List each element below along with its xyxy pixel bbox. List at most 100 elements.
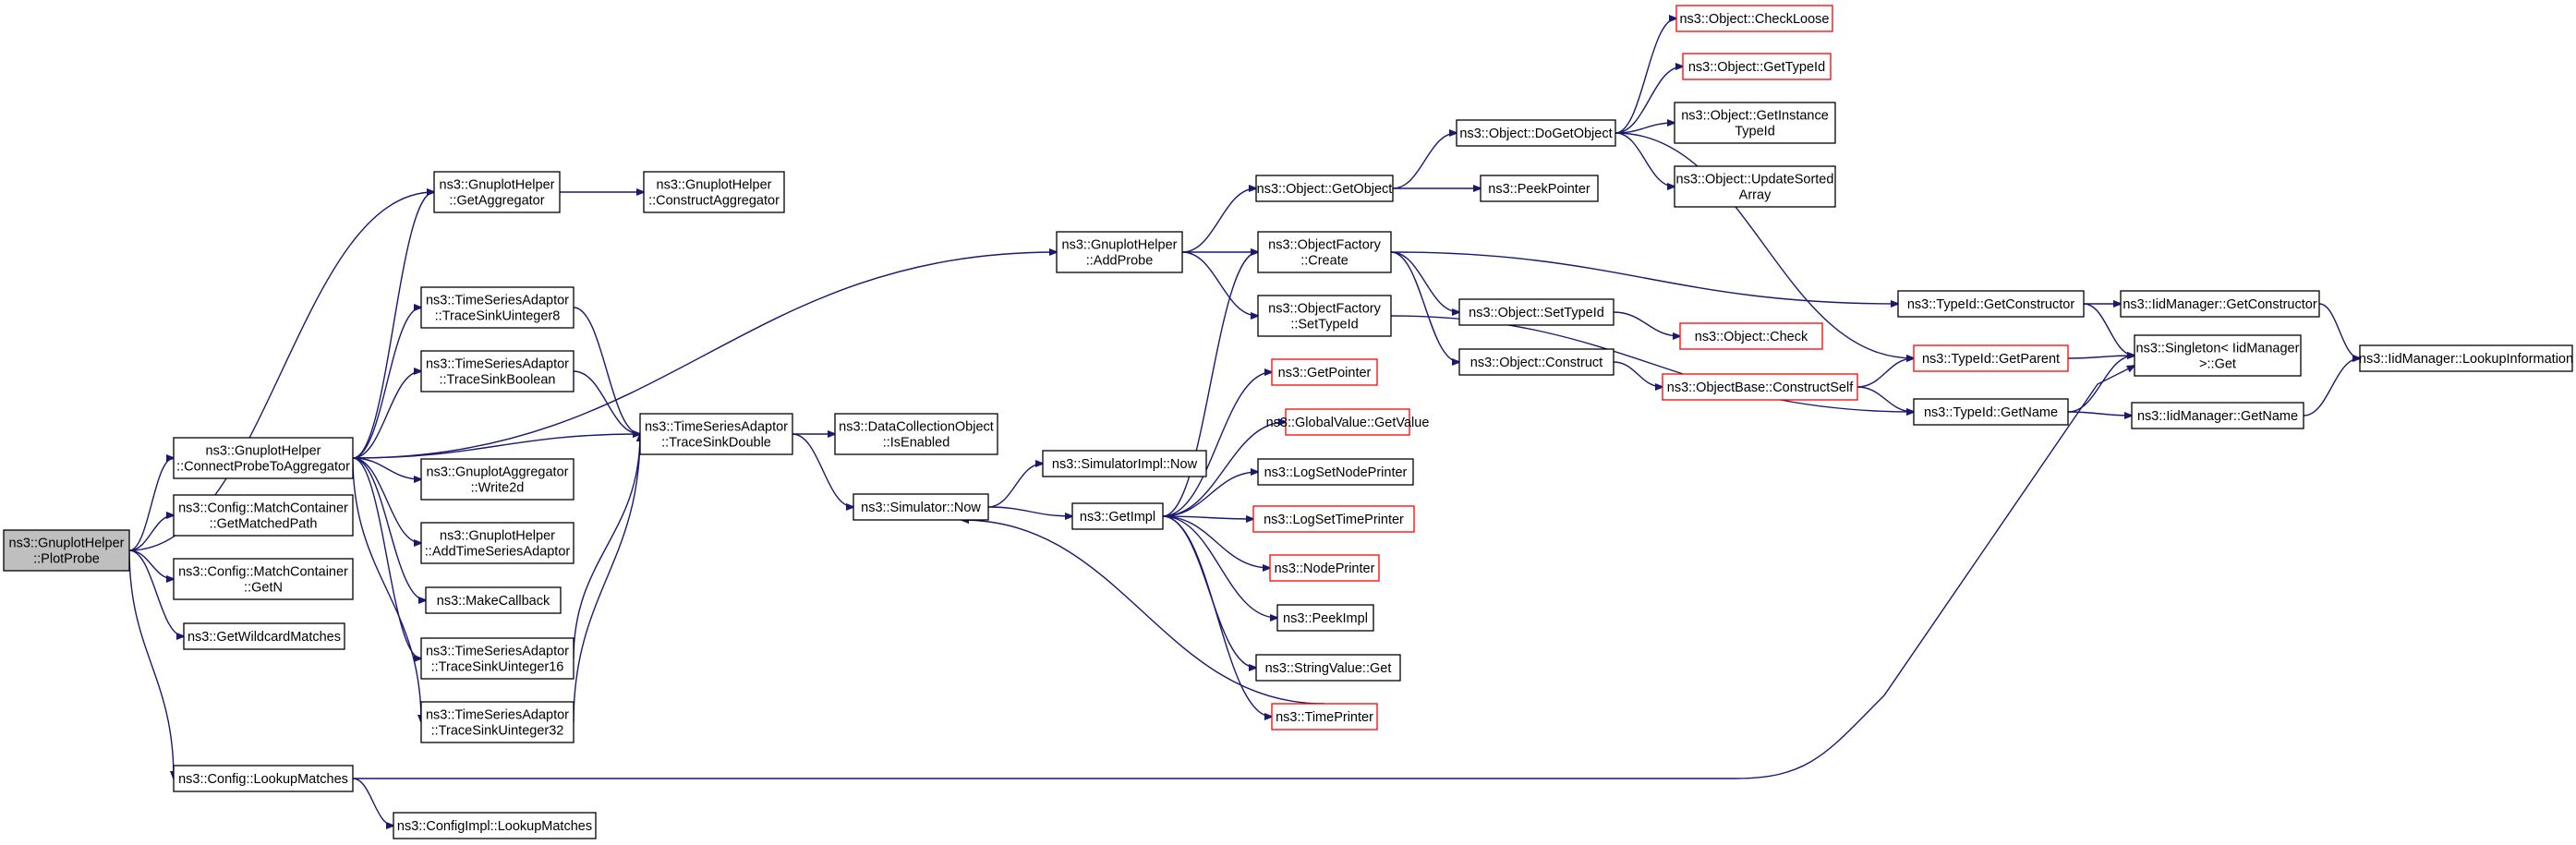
node-box[interactable] <box>420 350 574 392</box>
node-box[interactable] <box>420 458 574 501</box>
node-tsbool[interactable]: ns3::TimeSeriesAdaptor::TraceSinkBoolean <box>420 350 574 392</box>
node-box[interactable] <box>2131 402 2304 429</box>
node-box[interactable] <box>3 529 130 572</box>
node-box[interactable] <box>2120 290 2320 318</box>
node-objfactory-settypeid[interactable]: ns3::ObjectFactory::SetTypeId <box>1257 295 1392 337</box>
node-lookupmatches[interactable]: ns3::Config::LookupMatches <box>173 765 354 792</box>
node-singleton-get[interactable]: ns3::Singleton< IidManager >::Get <box>2134 334 2302 377</box>
node-plotprobe[interactable]: ns3::GnuplotHelper::PlotProbe <box>3 529 130 572</box>
node-constructaggregator[interactable]: ns3::GnuplotHelper::ConstructAggregator <box>643 171 785 213</box>
node-box[interactable] <box>1042 450 1207 477</box>
node-iidmgr-getname[interactable]: ns3::IidManager::GetName <box>2131 402 2304 429</box>
node-simimplnow[interactable]: ns3::SimulatorImpl::Now <box>1042 450 1207 477</box>
node-box[interactable] <box>1056 231 1183 273</box>
node-box[interactable] <box>1257 458 1414 486</box>
node-box[interactable] <box>1674 102 1836 144</box>
node-box[interactable] <box>1255 654 1401 682</box>
node-box[interactable] <box>1458 298 1615 326</box>
node-logsettime[interactable]: ns3::LogSetTimePrinter <box>1252 505 1415 533</box>
node-box[interactable] <box>420 522 574 564</box>
node-tsu32[interactable]: ns3::TimeSeriesAdaptor::TraceSinkUintege… <box>420 701 574 743</box>
node-box[interactable] <box>173 437 354 479</box>
node-box[interactable] <box>183 622 345 650</box>
node-connectprobe[interactable]: ns3::GnuplotHelper::ConnectProbeToAggreg… <box>173 437 354 479</box>
node-box[interactable] <box>1675 5 1833 32</box>
node-globalvalue[interactable]: ns3::GlobalValue::GetValue <box>1266 408 1430 436</box>
node-box[interactable] <box>173 494 354 537</box>
node-box[interactable] <box>1913 344 2069 372</box>
node-box[interactable] <box>420 701 574 743</box>
node-box[interactable] <box>1456 119 1616 147</box>
node-box[interactable] <box>420 637 574 680</box>
node-tsdouble[interactable]: ns3::TimeSeriesAdaptor::TraceSinkDouble <box>639 413 793 455</box>
node-box[interactable] <box>1480 175 1599 202</box>
node-stringvalue[interactable]: ns3::StringValue::Get <box>1255 654 1401 682</box>
node-addtsadaptor[interactable]: ns3::GnuplotHelper::AddTimeSeriesAdaptor <box>420 522 574 564</box>
node-iidmgr-getconstructor[interactable]: ns3::IidManager::GetConstructor <box>2120 290 2320 318</box>
node-box[interactable] <box>393 812 597 839</box>
node-typeid-getparent[interactable]: ns3::TypeId::GetParent <box>1913 344 2069 372</box>
node-box[interactable] <box>1257 295 1392 337</box>
node-write2d[interactable]: ns3::GnuplotAggregator::Write2d <box>420 458 574 501</box>
node-getn[interactable]: ns3::Config::MatchContainer::GetN <box>173 558 354 600</box>
node-iidmgr-lookupinfo[interactable]: ns3::IidManager::LookupInformation <box>2359 344 2573 372</box>
node-nodeprinter[interactable]: ns3::NodePrinter <box>1269 554 1380 582</box>
node-box[interactable] <box>1913 398 2069 426</box>
node-typeid-getconstructor[interactable]: ns3::TypeId::GetConstructor <box>1897 290 2085 318</box>
node-box[interactable] <box>1271 358 1378 386</box>
node-peekpointer[interactable]: ns3::PeekPointer <box>1480 175 1599 202</box>
node-box[interactable] <box>1679 322 1823 350</box>
node-box[interactable] <box>2359 344 2573 372</box>
node-timeprinter[interactable]: ns3::TimePrinter <box>1271 703 1378 730</box>
node-checkloose[interactable]: ns3::Object::CheckLoose <box>1675 5 1833 32</box>
node-box[interactable] <box>1674 165 1836 208</box>
node-addprobe[interactable]: ns3::GnuplotHelper::AddProbe <box>1056 231 1183 273</box>
node-typeid-getname[interactable]: ns3::TypeId::GetName <box>1913 398 2069 426</box>
node-box[interactable] <box>1682 53 1832 80</box>
node-box[interactable] <box>1255 175 1394 202</box>
node-peekimpl[interactable]: ns3::PeekImpl <box>1276 604 1374 632</box>
node-box[interactable] <box>1276 604 1374 632</box>
node-box[interactable] <box>1285 408 1410 436</box>
node-box[interactable] <box>1257 231 1392 273</box>
node-box[interactable] <box>433 171 561 213</box>
node-box[interactable] <box>420 286 574 329</box>
node-box[interactable] <box>1271 703 1378 730</box>
node-box[interactable] <box>834 413 998 455</box>
node-getaggregator[interactable]: ns3::GnuplotHelper::GetAggregator <box>433 171 561 213</box>
node-obj-gettypeid[interactable]: ns3::Object::GetTypeId <box>1682 53 1832 80</box>
node-dogetobject[interactable]: ns3::Object::DoGetObject <box>1456 119 1616 147</box>
node-box[interactable] <box>173 558 354 600</box>
node-box[interactable] <box>425 586 562 614</box>
node-logsetnode[interactable]: ns3::LogSetNodePrinter <box>1257 458 1414 486</box>
node-box[interactable] <box>643 171 785 213</box>
node-tsu8[interactable]: ns3::TimeSeriesAdaptor::TraceSinkUintege… <box>420 286 574 329</box>
node-constructself[interactable]: ns3::ObjectBase::ConstructSelf <box>1662 373 1858 401</box>
node-box[interactable] <box>173 765 354 792</box>
node-getimpl[interactable]: ns3::GetImpl <box>1071 502 1164 530</box>
node-box[interactable] <box>853 493 989 521</box>
node-box[interactable] <box>1458 348 1615 376</box>
node-box[interactable] <box>1897 290 2085 318</box>
node-dcoenabled[interactable]: ns3::DataCollectionObject::IsEnabled <box>834 413 998 455</box>
node-getobject[interactable]: ns3::Object::GetObject <box>1255 175 1394 202</box>
node-objfactory-create[interactable]: ns3::ObjectFactory::Create <box>1257 231 1392 273</box>
node-box[interactable] <box>2134 334 2302 377</box>
node-getwildcard[interactable]: ns3::GetWildcardMatches <box>183 622 345 650</box>
node-box[interactable] <box>1269 554 1380 582</box>
node-configimpl-lookup[interactable]: ns3::ConfigImpl::LookupMatches <box>393 812 597 839</box>
node-getmatchedpath[interactable]: ns3::Config::MatchContainer::GetMatchedP… <box>173 494 354 537</box>
node-obj-construct[interactable]: ns3::Object::Construct <box>1458 348 1615 376</box>
node-obj-check[interactable]: ns3::Object::Check <box>1679 322 1823 350</box>
node-simnow[interactable]: ns3::Simulator::Now <box>853 493 989 521</box>
node-getpointer[interactable]: ns3::GetPointer <box>1271 358 1378 386</box>
node-box[interactable] <box>1071 502 1164 530</box>
node-box[interactable] <box>1662 373 1858 401</box>
node-box[interactable] <box>639 413 793 455</box>
node-tsu16[interactable]: ns3::TimeSeriesAdaptor::TraceSinkUintege… <box>420 637 574 680</box>
node-obj-settypeid[interactable]: ns3::Object::SetTypeId <box>1458 298 1615 326</box>
node-box[interactable] <box>1252 505 1415 533</box>
node-makecallback[interactable]: ns3::MakeCallback <box>425 586 562 614</box>
